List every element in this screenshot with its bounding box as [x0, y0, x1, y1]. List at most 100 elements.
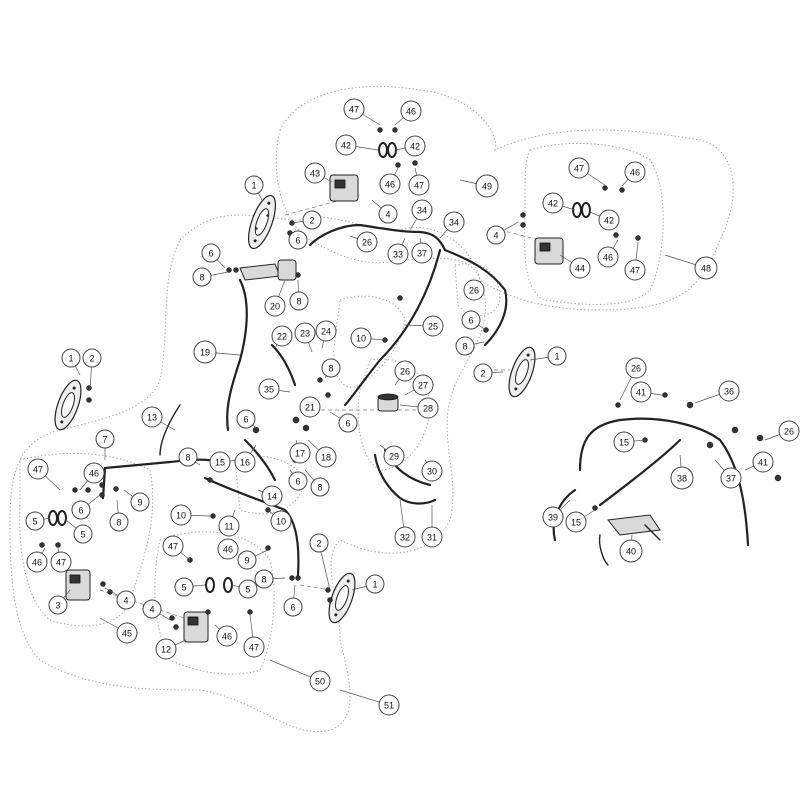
- seal-rings: [48, 142, 591, 593]
- callout-5: 5: [25, 511, 45, 531]
- callout-number: 8: [462, 342, 467, 352]
- callout-number: 46: [222, 632, 232, 642]
- callout-9: 9: [237, 550, 257, 570]
- callout-26: 26: [394, 360, 416, 382]
- callout-circle: [694, 256, 718, 280]
- callout-number: 42: [410, 142, 420, 152]
- callout-23: 23: [294, 322, 316, 344]
- callout-number: 25: [428, 322, 438, 332]
- callout-36: 36: [718, 380, 740, 402]
- callout-10: 10: [170, 504, 192, 526]
- callout-circle: [217, 538, 239, 560]
- callout-6: 6: [201, 243, 221, 263]
- callout-number: 10: [276, 517, 286, 527]
- callout-circle: [264, 295, 286, 317]
- callout-number: 13: [147, 413, 157, 423]
- callout-circle: [304, 162, 326, 184]
- callout-circle: [568, 157, 590, 179]
- callout-number: 26: [469, 286, 479, 296]
- callout-17: 17: [289, 442, 311, 464]
- callout-number: 49: [482, 182, 492, 192]
- callout-number: 40: [626, 547, 636, 557]
- callout-1: 1: [61, 348, 81, 368]
- callout-number: 50: [315, 677, 325, 687]
- callout-47: 47: [243, 636, 265, 658]
- callout-circle: [411, 199, 433, 221]
- callout-circle: [387, 243, 409, 265]
- callout-46: 46: [597, 246, 619, 268]
- callout-circle: [475, 174, 499, 198]
- callout-number: 37: [726, 474, 736, 484]
- callout-8: 8: [254, 569, 274, 589]
- callout-15: 15: [209, 451, 231, 473]
- callout-circle: [542, 506, 564, 528]
- callout-circle: [192, 267, 212, 287]
- callout-number: 34: [449, 218, 459, 228]
- callout-45: 45: [116, 622, 138, 644]
- callout-44: 44: [569, 257, 591, 279]
- callout-circle: [443, 211, 465, 233]
- callout-circle: [82, 348, 102, 368]
- callout-circle: [288, 471, 308, 491]
- callout-circle: [310, 477, 330, 497]
- callout-20: 20: [264, 295, 286, 317]
- callout-42: 42: [598, 209, 620, 231]
- callout-number: 42: [341, 141, 351, 151]
- callout-1: 1: [547, 346, 567, 366]
- callout-circle: [321, 358, 341, 378]
- callout-number: 46: [385, 180, 395, 190]
- callout-19: 19: [193, 340, 217, 364]
- callout-circle: [309, 670, 331, 692]
- callout-50: 50: [309, 670, 331, 692]
- callout-number: 2: [316, 539, 321, 549]
- callout-number: 22: [277, 332, 287, 342]
- callout-46: 46: [624, 161, 646, 183]
- callout-circle: [421, 460, 443, 482]
- callout-8: 8: [289, 291, 309, 311]
- callout-circle: [261, 485, 283, 507]
- callout-5: 5: [174, 577, 194, 597]
- callout-number: 47: [574, 164, 584, 174]
- callout-number: 6: [243, 415, 248, 425]
- callout-4: 4: [116, 590, 136, 610]
- callout-6: 6: [338, 413, 358, 433]
- callout-5: 5: [238, 579, 258, 599]
- callout-37: 37: [411, 242, 433, 264]
- callout-8: 8: [109, 512, 129, 532]
- callout-number: 43: [310, 169, 320, 179]
- callout-circle: [463, 279, 485, 301]
- callout-51: 51: [378, 694, 400, 716]
- callout-circle: [752, 451, 774, 473]
- callout-number: 46: [406, 107, 416, 117]
- callout-49: 49: [475, 174, 499, 198]
- brake-disc-front-left: [247, 194, 277, 250]
- callout-number: 35: [264, 385, 274, 395]
- callout-circle: [565, 511, 587, 533]
- callout-circle: [486, 225, 506, 245]
- callout-47: 47: [408, 174, 430, 196]
- caliper-rear-left: [65, 569, 91, 601]
- callout-number: 16: [240, 458, 250, 468]
- callout-33: 33: [387, 243, 409, 265]
- callout-10: 10: [350, 327, 372, 349]
- callout-29: 29: [383, 445, 405, 467]
- outline-group-48: [524, 142, 664, 305]
- callout-circle: [201, 243, 221, 263]
- callout-number: 32: [400, 533, 410, 543]
- callout-number: 37: [417, 249, 427, 259]
- callout-circle: [461, 310, 481, 330]
- callout-46: 46: [26, 551, 48, 573]
- callout-number: 4: [385, 210, 390, 220]
- front-master-cylinder: [239, 259, 297, 281]
- callout-number: 8: [328, 364, 333, 374]
- callout-34: 34: [443, 211, 465, 233]
- callout-number: 2: [89, 354, 94, 364]
- callout-circle: [109, 512, 129, 532]
- callout-circle: [309, 533, 329, 553]
- callout-39: 39: [542, 506, 564, 528]
- callout-7: 7: [95, 429, 115, 449]
- callout-circle: [289, 442, 311, 464]
- callout-circle: [379, 173, 401, 195]
